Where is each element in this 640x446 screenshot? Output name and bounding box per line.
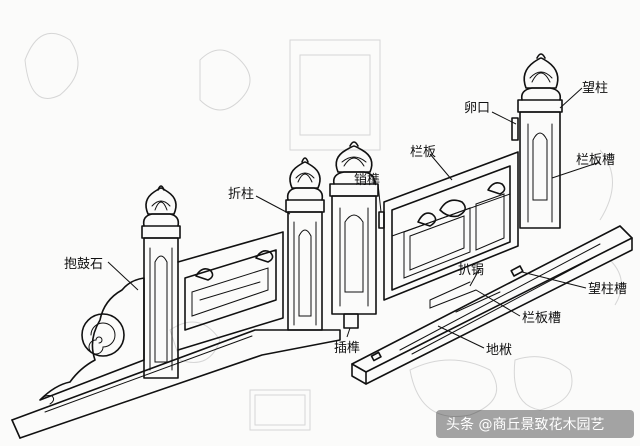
label-langbancao: 栏板槽 [576, 153, 615, 168]
label-chasun: 插榫 [334, 341, 360, 356]
label-wangzhu: 望柱 [582, 80, 608, 96]
label-luankou: 卵口 [464, 101, 490, 116]
segment-panel-and-post [383, 53, 563, 301]
label-wangzhucao: 望柱槽 [588, 281, 627, 297]
label-xiaosun: 销榫 [354, 173, 380, 188]
label-paju: 扒锔 [458, 263, 484, 278]
label-langbancao-lower: 栏板槽 [522, 311, 561, 326]
watermark-text: 头条 @商丘景致花木园艺 [446, 416, 604, 433]
background-ghost-drawings [24, 32, 622, 431]
segment-left-sloped [11, 185, 341, 439]
label-baogushi: 抱鼓石 [64, 256, 103, 272]
label-difu: 地栿 [486, 343, 512, 358]
segment-ground-sill [351, 225, 633, 385]
label-zhezhu: 折柱 [228, 187, 254, 202]
segment-folded-post [285, 157, 325, 331]
labels: 望柱 卵口 栏板 栏板槽 销榫 折柱 抱鼓石 扒锔 望柱槽 栏板槽 插榫 地栿 [64, 80, 627, 358]
watermark: 头条 @商丘景致花木园艺 [436, 410, 634, 438]
segment-detached-post [329, 141, 385, 329]
label-lanban: 栏板 [410, 145, 436, 160]
leader-lines [107, 87, 601, 349]
